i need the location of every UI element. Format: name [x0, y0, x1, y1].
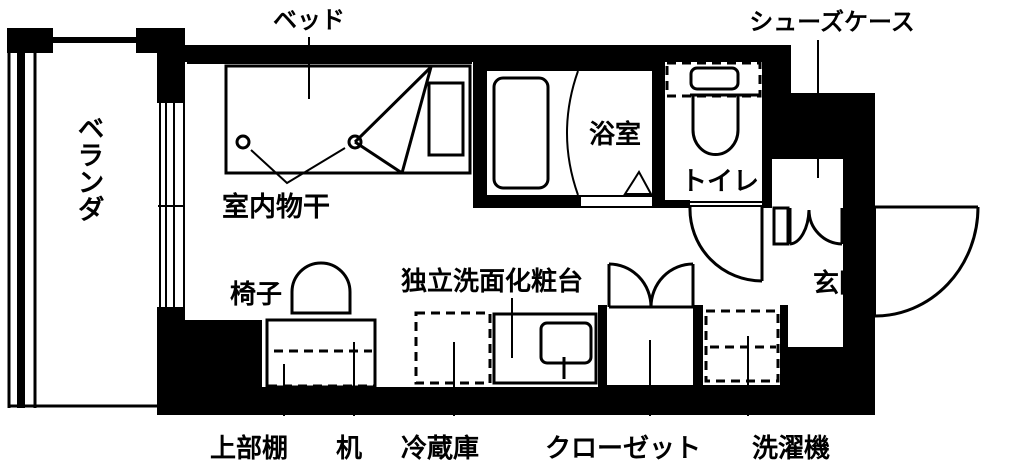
leader-lines — [250, 37, 819, 416]
label-entrance: 玄関 — [813, 268, 865, 299]
entrance-door[interactable] — [874, 205, 980, 318]
label-bed: ベッド — [273, 6, 345, 34]
pillow — [427, 81, 465, 157]
vanity-sink — [492, 312, 598, 385]
label-washer: 洗濯機 — [752, 434, 830, 464]
label-shoe-case: シューズケース — [749, 8, 915, 36]
floor-areas — [185, 62, 843, 387]
label-closet: クローゼット — [545, 434, 701, 464]
bed — [187, 62, 472, 175]
label-toilet: トイレ — [681, 167, 759, 197]
shoe-case-doors[interactable] — [772, 206, 844, 246]
washer — [704, 309, 780, 383]
desk — [265, 318, 377, 389]
bathroom-room — [487, 71, 652, 195]
balcony — [7, 28, 185, 408]
toilet-fixture — [665, 61, 762, 208]
label-chair: 椅子 — [230, 280, 282, 310]
drying-pole-right — [347, 134, 363, 150]
label-vanity: 独立洗面化粧台 — [401, 266, 583, 297]
label-fridge: 冷蔵庫 — [401, 433, 479, 464]
drying-pole-left — [235, 134, 251, 150]
window[interactable] — [157, 103, 185, 307]
bathtub — [492, 70, 653, 206]
label-upper-shelf: 上部棚 — [210, 434, 288, 464]
label-balcony: ベランダ — [73, 114, 104, 222]
chair — [290, 261, 352, 315]
toilet-room — [665, 62, 762, 200]
toilet-door[interactable] — [688, 206, 764, 283]
label-bathroom: 浴室 — [589, 119, 641, 150]
label-indoor-drying: 室内物干 — [222, 191, 330, 223]
closet-doors[interactable] — [607, 262, 695, 309]
label-desk: 机 — [336, 434, 362, 464]
